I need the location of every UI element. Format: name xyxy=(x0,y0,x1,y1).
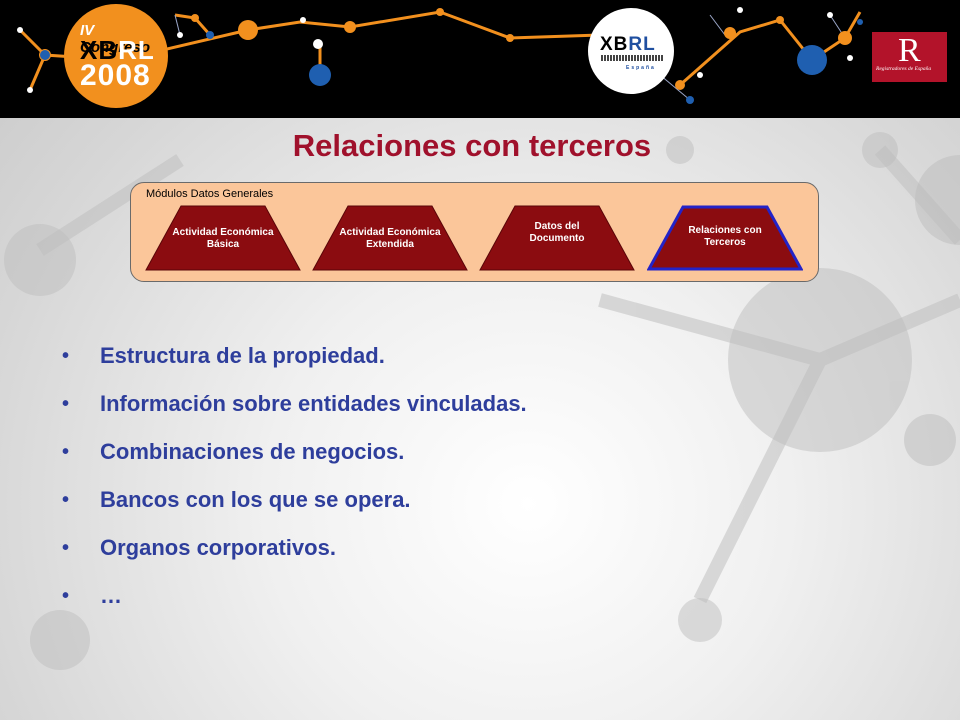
trapezoid-shape xyxy=(312,205,468,271)
module-label: Actividad Económica Extendida xyxy=(339,227,441,250)
congreso-brand: XBRL xyxy=(80,35,155,65)
list-item: •Combinaciones de negocios. xyxy=(62,436,527,484)
header-banner: IV Congreso XBRL 2008 XBRL España R Regi… xyxy=(0,0,960,118)
list-item: •Bancos con los que se opera. xyxy=(62,484,527,532)
registradores-logo: R Registradores de España xyxy=(872,32,947,82)
module-relaciones-terceros-selected[interactable]: Relaciones con Terceros xyxy=(647,205,803,271)
trapezoid-shape xyxy=(479,205,635,271)
module-label: Relaciones con Terceros xyxy=(688,225,762,248)
trapezoid-shape xyxy=(647,205,803,271)
congreso-label: IV Congreso xyxy=(80,22,151,56)
list-item: •Información sobre entidades vinculadas. xyxy=(62,388,527,436)
congreso-xbrl-2008-logo: IV Congreso XBRL 2008 xyxy=(64,4,168,108)
module-datos-documento[interactable]: Datos del Documento xyxy=(479,205,635,271)
xbrl-espana-logo: XBRL España xyxy=(588,8,674,94)
bullet-icon: • xyxy=(62,441,70,463)
bullet-icon: • xyxy=(62,489,70,511)
xbrl-brand: XBRL xyxy=(600,34,656,55)
modules-label: Módulos Datos Generales xyxy=(146,188,274,200)
congreso-year: 2008 xyxy=(80,59,151,92)
modules-panel: Módulos Datos Generales Actividad Económ… xyxy=(130,182,819,282)
bullet-list: •Estructura de la propiedad. •Informació… xyxy=(62,340,527,628)
list-item: •Estructura de la propiedad. xyxy=(62,340,527,388)
module-actividad-extendida[interactable]: Actividad Económica Extendida xyxy=(312,205,468,271)
module-label: Datos del Documento xyxy=(529,221,585,244)
trapezoid-shape xyxy=(145,205,301,271)
network-graphic xyxy=(17,7,863,104)
list-item: •… xyxy=(62,580,527,628)
bullet-icon: • xyxy=(62,537,70,559)
registradores-text: Registradores de España xyxy=(876,66,932,72)
xbrl-country: España xyxy=(626,65,656,71)
module-actividad-basica[interactable]: Actividad Económica Básica xyxy=(145,205,301,271)
slide-title: Relaciones con terceros xyxy=(292,128,652,163)
bullet-icon: • xyxy=(62,393,70,415)
registradores-mark: R xyxy=(898,32,921,69)
bullet-icon: • xyxy=(62,585,70,607)
bullet-icon: • xyxy=(62,345,70,367)
module-label: Actividad Económica Básica xyxy=(172,227,274,250)
xbrl-tagline-lines xyxy=(601,55,663,61)
list-item: •Organos corporativos. xyxy=(62,532,527,580)
